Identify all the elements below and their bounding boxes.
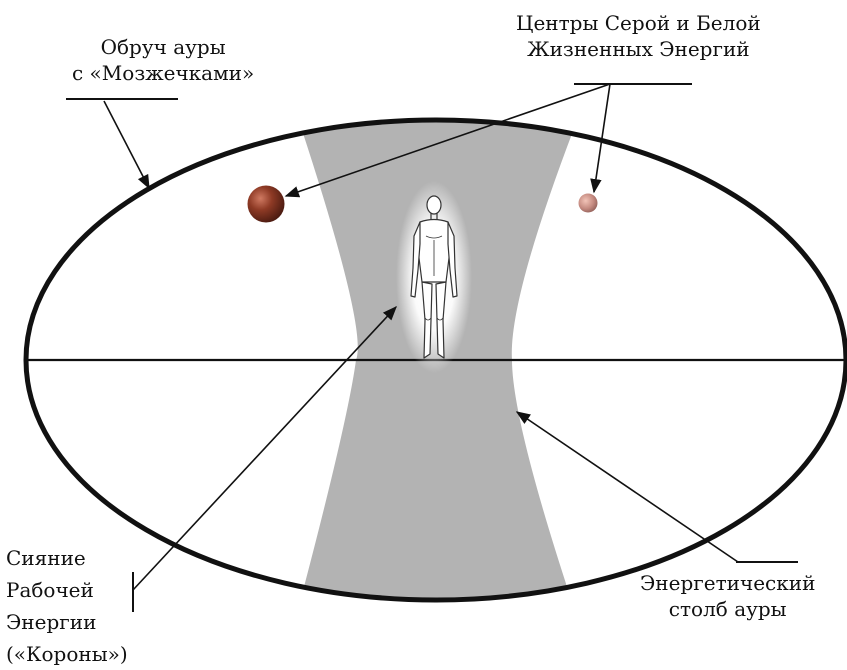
glow-label-line3: Энергии	[6, 606, 128, 638]
centers-label: Центры Серой и Белой Жизненных Энергий	[516, 10, 761, 62]
glow-label-line4: («Короны»)	[6, 638, 128, 670]
hoop-label-line1: Обруч ауры	[72, 34, 254, 60]
hoop-leader-arrow	[104, 101, 149, 188]
hoop-label-line2: с «Мозжечками»	[72, 60, 254, 86]
gray-energy-center-sphere	[248, 186, 285, 223]
centers-label-line1: Центры Серой и Белой	[516, 10, 761, 36]
pillar-label-line2: столб ауры	[640, 596, 815, 622]
pillar-label-line1: Энергетический	[640, 570, 815, 596]
hoop-label: Обруч ауры с «Мозжечками»	[72, 34, 254, 86]
glow-label-line2: Рабочей	[6, 574, 128, 606]
glow-label: Сияние Рабочей Энергии («Короны»)	[6, 542, 128, 670]
white-energy-center-sphere	[579, 194, 598, 213]
glow-label-line1: Сияние	[6, 542, 128, 574]
centers-label-line2: Жизненных Энергий	[516, 36, 761, 62]
pillar-label: Энергетический столб ауры	[640, 570, 815, 622]
